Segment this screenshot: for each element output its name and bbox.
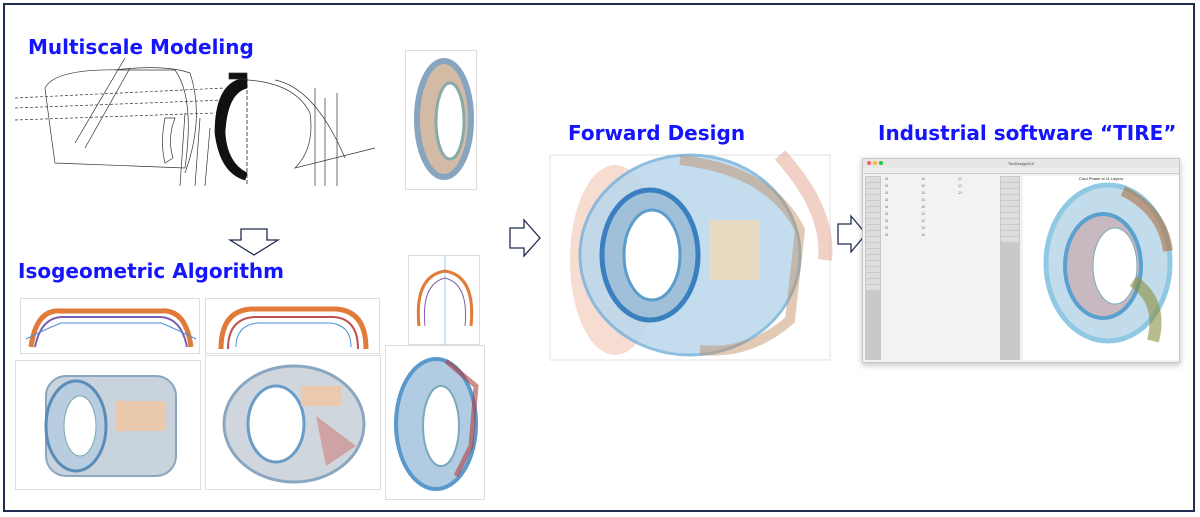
forward-design-3d-plot — [540, 150, 840, 372]
heading-multiscale-modeling: Multiscale Modeling — [28, 35, 254, 59]
maximize-button[interactable] — [879, 161, 883, 165]
heading-forward-design: Forward Design — [568, 121, 746, 145]
tire-cord-plot-top — [405, 50, 477, 190]
cross-section-plot-1 — [20, 298, 200, 354]
3d-tire-plot-3 — [385, 345, 485, 500]
tire-sketch-drawings — [15, 58, 395, 186]
window-title: TireDesignGUI — [1007, 161, 1035, 166]
heading-industrial-software: Industrial software “TIRE” — [878, 121, 1177, 145]
software-3d-plot: Cord Phase of 11 Layers — [1023, 176, 1179, 360]
3d-tire-plot-2 — [205, 355, 381, 490]
close-button[interactable] — [867, 161, 871, 165]
tire-software-window: TireDesignGUI ☑☑☑ ☑☑☑ ☑☑☑ ☑☑ ☑☑ ☑☑ ☑☑ ☑☑… — [862, 158, 1180, 363]
minimize-button[interactable] — [873, 161, 877, 165]
left-sidebar-menu[interactable] — [865, 176, 881, 360]
right-arrow-icon — [509, 218, 541, 258]
tab-list[interactable] — [1000, 176, 1020, 360]
plot-title: Cord Phase of 11 Layers — [1079, 176, 1123, 181]
layer-checkbox-panel[interactable]: ☑☑☑ ☑☑☑ ☑☑☑ ☑☑ ☑☑ ☑☑ ☑☑ ☑☑ ☑☑ — [885, 177, 962, 237]
figure-frame — [3, 3, 1195, 512]
cross-section-plot-2 — [205, 298, 380, 354]
heading-isogeometric-algorithm: Isogeometric Algorithm — [18, 259, 284, 283]
3d-tire-plot-1 — [15, 360, 201, 490]
right-arrow-icon — [837, 214, 867, 254]
window-titlebar: TireDesignGUI — [863, 159, 1179, 168]
down-arrow-icon — [228, 228, 280, 256]
window-toolbar[interactable] — [863, 168, 1179, 174]
cross-section-plot-3 — [408, 255, 480, 346]
